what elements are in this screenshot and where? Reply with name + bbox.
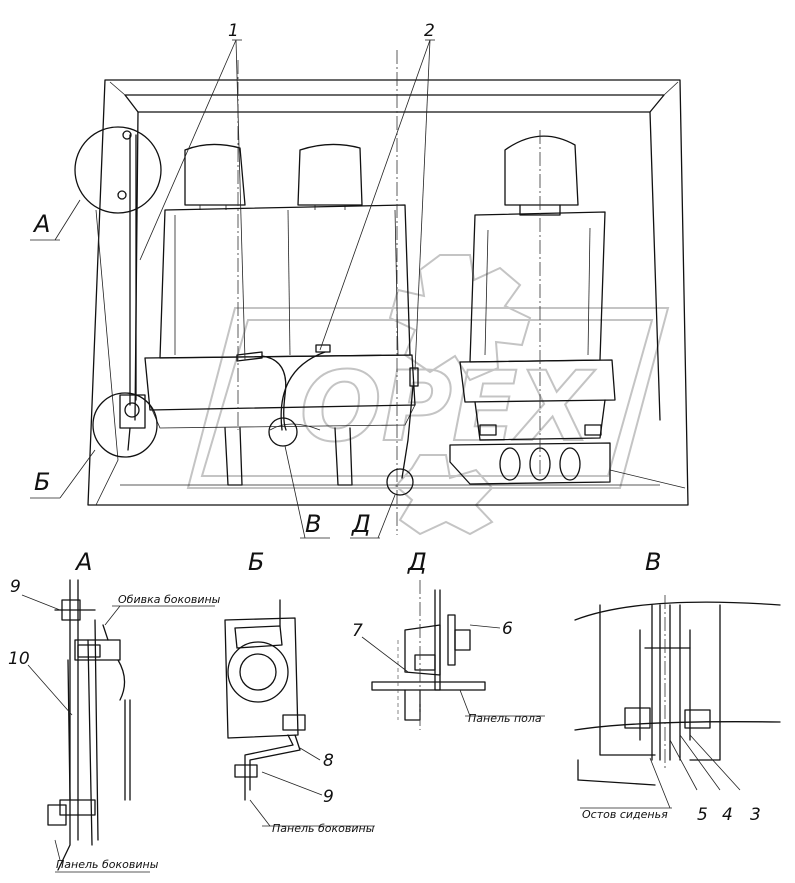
main-view [30,39,689,539]
detail-circle-a [74,126,162,214]
detail-b [224,599,375,827]
detail-circle-d [386,468,414,496]
callout-3: 3 [750,805,761,825]
detail-a [21,579,215,873]
callout-2: 2 [424,21,435,41]
view-label-b-main: Б [34,468,50,496]
callout-5: 5 [697,805,708,825]
view-title-a: А [74,548,92,576]
callout-9a: 9 [10,577,21,597]
callout-7: 7 [352,621,363,641]
detail-v [574,595,781,809]
caption-obivka-bokoviny: Обивка боковины [118,593,221,606]
detail-circle-b [92,392,158,458]
view-title-v: В [645,548,661,576]
callout-8: 8 [323,751,334,771]
caption-panel-bokoviny-b: Панель боковины [272,822,375,835]
detail-circle-v [268,417,298,447]
callout-1: 1 [228,21,239,41]
view-title-d: Д [407,548,427,576]
caption-panel-pola: Панель пола [468,712,542,725]
callout-4: 4 [722,805,733,825]
labels: 1 2 А Б В Д А Б Д В 9 10 Обивка боковины… [8,21,761,871]
view-title-b: Б [248,548,264,576]
watermark: OPEX [186,254,670,536]
callout-6: 6 [502,619,513,639]
callout-9b: 9 [323,787,334,807]
belt-guide-assembly [117,130,146,451]
view-label-v-main: В [305,510,321,538]
watermark-text: OPEX [300,351,596,463]
detail-d [361,580,545,730]
bench-seat [144,143,419,486]
caption-panel-bokoviny-a: Панель боковины [56,858,159,871]
callout-10: 10 [8,649,30,669]
watermark-frame [186,307,670,489]
view-label-a-main: А [32,210,50,238]
leader-lines [30,39,435,539]
caption-ostov-sidenya: Остов сиденья [582,808,668,821]
view-label-d-main: Д [351,510,371,538]
